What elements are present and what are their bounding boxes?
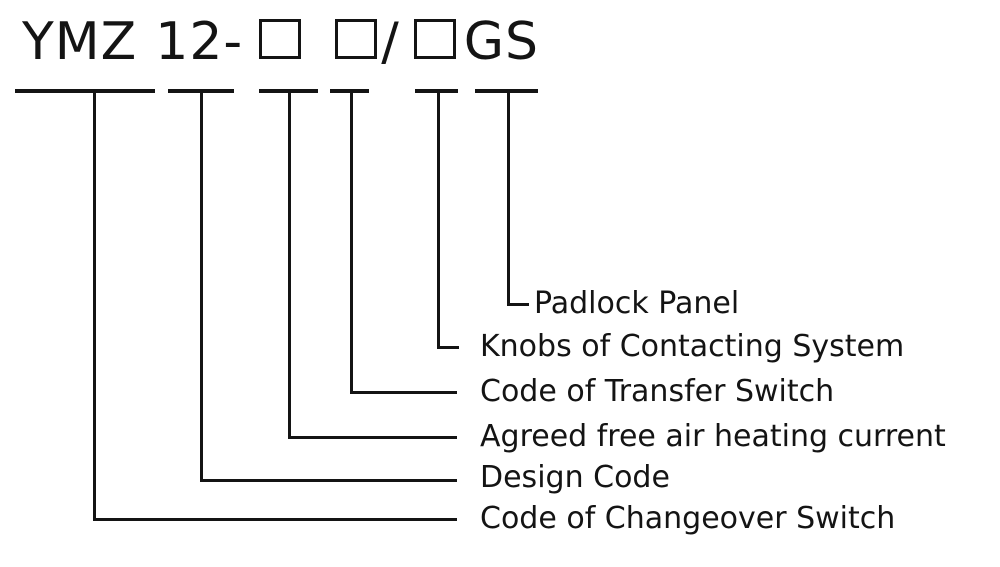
legend-label-code-of-transfer-switch: Code of Transfer Switch — [480, 374, 835, 409]
legend-label-agreed-free-air-heating-current: Agreed free air heating current — [480, 419, 946, 454]
legend-label-design-code: Design Code — [480, 460, 670, 495]
legend-label-knobs-of-contacting-system: Knobs of Contacting System — [480, 329, 905, 364]
square-placeholder-icon — [413, 19, 456, 59]
model-code-suffix: GS — [463, 12, 540, 72]
connector-agreed-free-air-heating-current — [288, 90, 457, 439]
underline-knobs-box — [415, 89, 458, 93]
connector-knobs-of-contacting-system — [437, 90, 459, 349]
connector-design-code — [200, 90, 457, 482]
model-code-series: YMZ — [22, 12, 138, 72]
underline-series — [15, 89, 155, 93]
model-code-separator: / — [381, 12, 400, 72]
underline-transfer-switch-box — [330, 89, 369, 93]
model-code: YMZ 12- / GS — [22, 12, 540, 72]
square-placeholder-icon — [335, 19, 378, 59]
underline-suffix — [475, 89, 538, 93]
connector-padlock-panel — [507, 90, 529, 306]
legend-label-code-of-changeover-switch: Code of Changeover Switch — [480, 501, 896, 536]
legend-label-padlock-panel: Padlock Panel — [534, 286, 740, 321]
connector-code-of-changeover-switch — [93, 90, 457, 521]
model-code-design-number: 12- — [155, 12, 244, 72]
square-placeholder-icon — [259, 19, 302, 59]
connector-code-of-transfer-switch — [350, 90, 457, 394]
